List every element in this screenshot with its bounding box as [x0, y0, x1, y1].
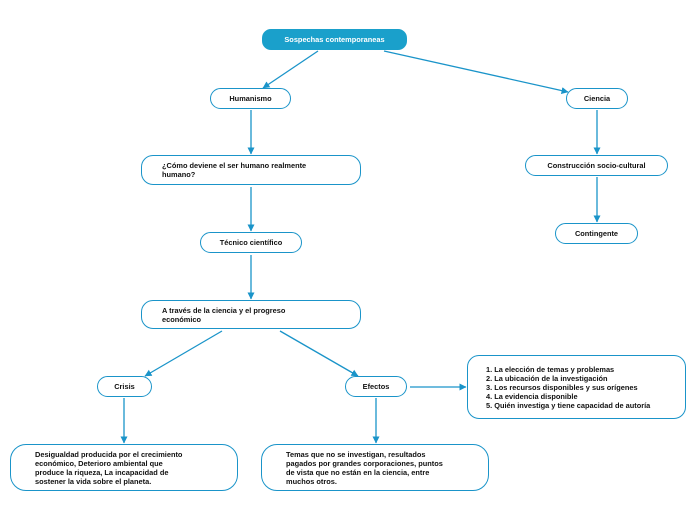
efectos-list: 1. La elección de temas y problemas 2. L… [486, 365, 650, 410]
node-contingente[interactable]: Contingente [555, 223, 638, 244]
node-crisis-detalle[interactable]: Desigualdad producida por el crecimiento… [10, 444, 238, 491]
edge-root-ciencia [383, 50, 569, 95]
node-construccion-socio-cultural[interactable]: Construcción socio-cultural [525, 155, 668, 176]
node-humanismo[interactable]: Humanismo [210, 88, 291, 109]
node-tecnico-cientifico[interactable]: Técnico científico [200, 232, 302, 253]
node-pregunta-humano[interactable]: ¿Cómo deviene el ser humano realmente hu… [141, 155, 361, 185]
list-item: 2. La ubicación de la investigación [486, 373, 608, 383]
list-item: 1. La elección de temas y problemas [486, 364, 615, 374]
edge-atraves-efectos [279, 330, 359, 377]
node-a-traves-ciencia[interactable]: A través de la ciencia y el progreso eco… [141, 300, 361, 329]
node-efectos[interactable]: Efectos [345, 376, 407, 397]
node-efectos-detalle[interactable]: Temas que no se investigan, resultados p… [261, 444, 489, 491]
node-efectos-lista[interactable]: 1. La elección de temas y problemas 2. L… [467, 355, 686, 419]
list-item: 4. La evidencia disponible [486, 391, 578, 401]
node-crisis[interactable]: Crisis [97, 376, 152, 397]
edge-root-humanismo [262, 50, 319, 89]
edge-atraves-crisis [144, 330, 223, 377]
node-sospechas-contemporaneas[interactable]: Sospechas contemporaneas [262, 29, 407, 50]
list-item: 5. Quién investiga y tiene capacidad de … [486, 400, 651, 410]
node-ciencia[interactable]: Ciencia [566, 88, 628, 109]
list-item: 3. Los recursos disponibles y sus orígen… [486, 382, 638, 392]
